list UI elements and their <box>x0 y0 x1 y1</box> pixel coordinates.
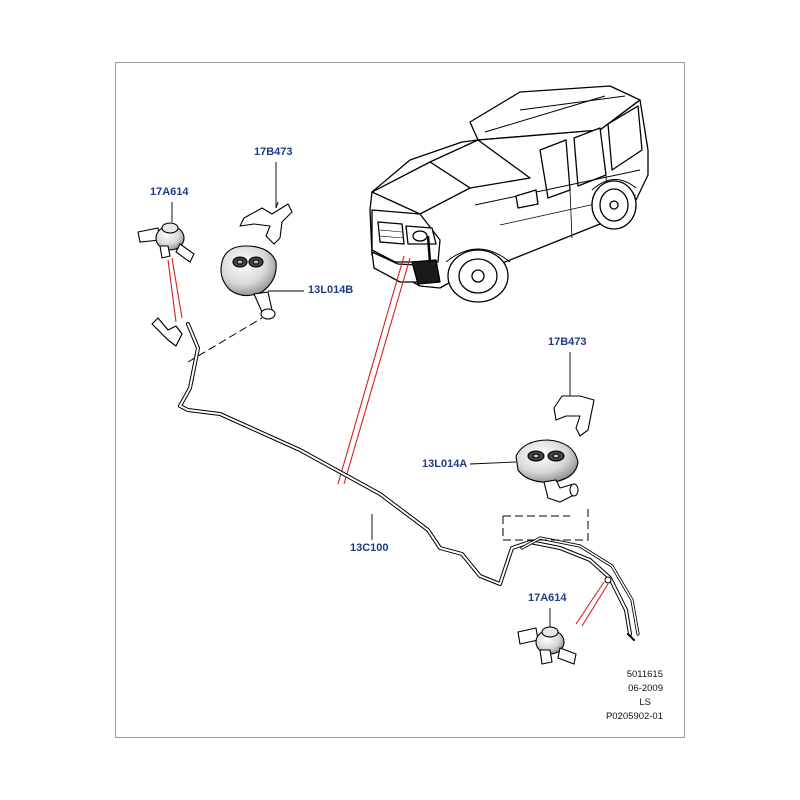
callout-13l014b: 13L014B <box>308 284 354 296</box>
callout-17b473-right: 17B473 <box>548 336 587 348</box>
nozzle-13l014b <box>220 245 277 320</box>
highlight-leaders <box>167 255 609 627</box>
reference-line-3: LS <box>639 697 651 708</box>
reference-line-4: P0205902-01 <box>605 711 663 722</box>
callout-leaders <box>171 162 571 630</box>
callout-13c100: 13C100 <box>350 542 389 554</box>
valve-17a614-top <box>137 222 195 263</box>
callout-17a614-top: 17A614 <box>150 186 189 198</box>
vehicle-illustration <box>369 85 649 303</box>
bracket-17b473-right <box>553 395 595 437</box>
nozzle-13l014a <box>515 439 579 503</box>
callout-17b473-top: 17B473 <box>254 146 293 158</box>
assembly-guides <box>187 317 589 541</box>
reference-block: 5011615 06-2009 LS P0205902-01 <box>543 669 663 723</box>
valve-17a614-bottom <box>517 626 577 665</box>
callout-13l014a: 13L014A <box>422 458 468 470</box>
callout-17a614-bottom: 17A614 <box>528 592 567 604</box>
reference-line-2: 06-2009 <box>628 683 663 694</box>
bracket-17b473-top <box>239 201 293 245</box>
reference-line-1: 5011615 <box>626 669 663 680</box>
washer-hose-13c100 <box>151 317 640 641</box>
